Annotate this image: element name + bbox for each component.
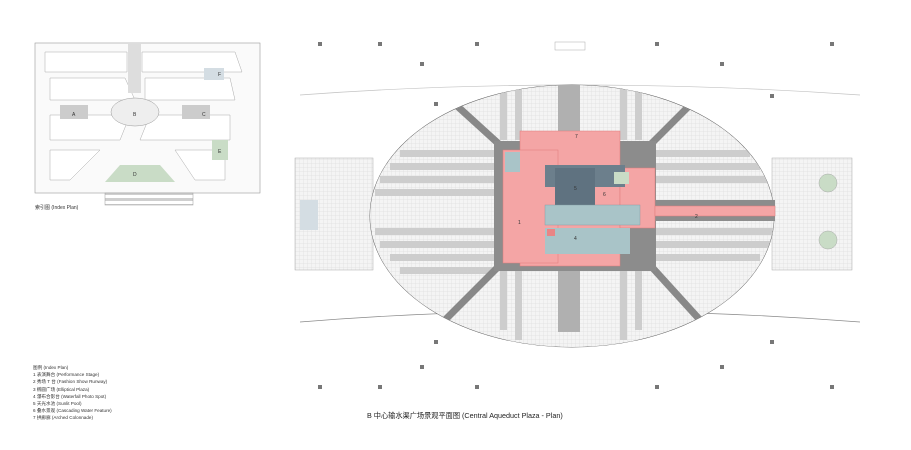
- zone-label-f: F: [218, 72, 221, 78]
- plan-title: B 中心输水渠广场景观平面图 (Central Aqueduct Plaza -…: [367, 411, 563, 420]
- legend-item: 6 叠水景观 (Cascading Water Feature): [33, 408, 112, 414]
- zone-label-c: C: [202, 112, 206, 118]
- legend-item: 2 秀场 T 台 (Fashion Show Runway): [33, 379, 108, 385]
- legend-item: 1 表演舞台 (Performance Stage): [33, 372, 100, 378]
- legend-item: 4 瀑布合影台 (Waterfall Photo Spot): [33, 393, 107, 399]
- zone-label-a: A: [72, 112, 76, 118]
- legend-item: 5 天光水池 (Sunlit Pool): [33, 401, 82, 407]
- plan-label-2: 2: [695, 214, 698, 220]
- plan-label-5: 5: [574, 186, 577, 192]
- plan-label-7: 7: [575, 134, 578, 140]
- zone-label-e: E: [218, 149, 222, 155]
- plan-label-4: 4: [574, 236, 577, 242]
- legend: 图例 (Index Plan) 1 表演舞台 (Performance Stag…: [33, 364, 112, 422]
- legend-item: 7 拱廊廊 (Arched Colonnade): [33, 415, 94, 421]
- zone-label-d: D: [133, 172, 137, 178]
- aqueduct-plaza-plan: 1 2 4 5 6 7: [294, 41, 861, 389]
- plan-label-6: 6: [603, 192, 606, 198]
- index-plan-caption: 索引图 (Index Plan): [35, 205, 79, 211]
- plan-label-1: 1: [518, 220, 521, 226]
- legend-title: 图例 (Index Plan): [33, 365, 69, 370]
- legend-item: 3 椭圆广场 (Elliptical Plaza): [33, 386, 90, 392]
- zone-label-b: B: [133, 112, 137, 118]
- index-plan-map: A B C D E F: [34, 42, 261, 206]
